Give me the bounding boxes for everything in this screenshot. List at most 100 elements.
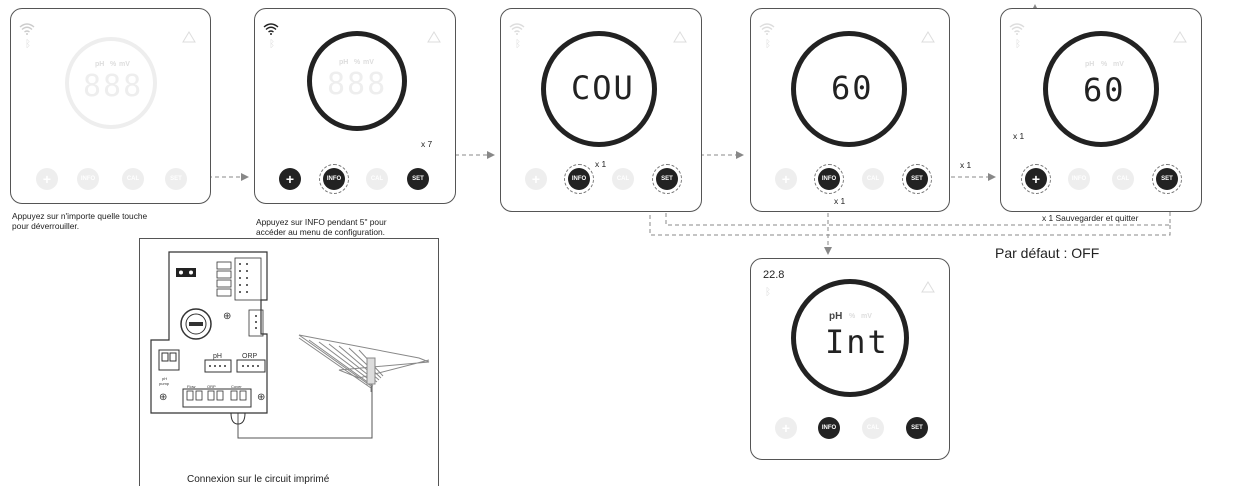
set-button[interactable]: SET — [1156, 168, 1178, 190]
display-value: 60 — [831, 69, 874, 107]
circuit-board-drawing: ⊕ pH ORP pH pump ⊕ ⊕ Flow ORP Cover — [150, 251, 430, 425]
svg-text:⊕: ⊕ — [223, 311, 231, 322]
cal-button[interactable]: CAL — [862, 417, 884, 439]
display-ring — [65, 37, 157, 129]
display-ring — [1043, 31, 1159, 147]
board-orp-small-label: ORP — [207, 384, 216, 389]
label-mv: mV — [363, 59, 374, 66]
step-x1-set: x 1 — [960, 160, 972, 170]
set-button[interactable]: SET — [656, 168, 678, 190]
display-ring — [541, 31, 657, 147]
plus-button[interactable]: + — [775, 417, 797, 439]
default-off-label: Par défaut : OFF — [995, 245, 1100, 261]
wifi-icon — [759, 23, 775, 35]
display-value: COU — [571, 69, 635, 107]
board-ph-label: pH — [213, 353, 222, 360]
label-percent: % — [849, 313, 856, 320]
step-x7: x 7 — [421, 139, 433, 149]
panel-cov: ᛒ COU + INFO CAL SET x 1 — [500, 8, 702, 212]
board-ph-pump-2: pump — [159, 381, 170, 386]
step-x1-info: x 1 — [595, 159, 607, 169]
info-button[interactable]: INFO — [1068, 168, 1090, 190]
warning-icon — [673, 31, 687, 43]
plus-button[interactable]: + — [279, 168, 301, 190]
bluetooth-icon: ᛒ — [765, 39, 771, 50]
caption-board: Connexion sur le circuit imprimé — [187, 474, 330, 485]
warning-icon — [182, 31, 196, 43]
board-ph-pump-1: pH — [162, 376, 167, 381]
bluetooth-icon: ᛒ — [269, 39, 275, 50]
set-button[interactable]: SET — [906, 417, 928, 439]
label-ph: pH — [1085, 61, 1095, 68]
cal-button[interactable]: CAL — [366, 168, 388, 190]
plus-button[interactable]: + — [1025, 168, 1047, 190]
plus-button[interactable]: + — [36, 168, 58, 190]
cal-button[interactable]: CAL — [612, 168, 634, 190]
set-highlight — [652, 164, 682, 194]
wifi-icon — [19, 23, 35, 35]
info-button[interactable]: INFO — [77, 168, 99, 190]
warning-icon — [427, 31, 441, 43]
display-ring — [791, 31, 907, 147]
display-ring — [307, 31, 407, 131]
panel-value-edit: ᛒ 60 + INFO CAL SET — [750, 8, 950, 212]
label-ph: pH — [829, 311, 843, 322]
display-value: 888 — [83, 69, 144, 104]
plus-highlight — [1021, 164, 1051, 194]
label-percent: % — [110, 61, 117, 68]
label-mv: mV — [119, 61, 130, 68]
label-ph: pH — [339, 59, 349, 66]
plus-button[interactable]: + — [775, 168, 797, 190]
bluetooth-icon: ᛒ — [1015, 39, 1021, 50]
warning-icon — [1173, 31, 1187, 43]
info-button[interactable]: INFO — [818, 417, 840, 439]
board-panel — [139, 238, 439, 486]
display-value: Int — [825, 323, 889, 361]
bluetooth-icon: ᛒ — [765, 287, 771, 298]
svg-text:⊕: ⊕ — [257, 392, 265, 403]
info-highlight — [319, 164, 349, 194]
wifi-icon — [509, 23, 525, 35]
set-button[interactable]: SET — [165, 168, 187, 190]
set-button[interactable]: SET — [906, 168, 928, 190]
display-value: 888 — [327, 67, 388, 102]
wifi-icon — [263, 23, 279, 35]
panel-config: ᛒ pH % mV 888 + INFO CAL SET x 7 — [254, 8, 456, 204]
bluetooth-icon: ᛒ — [25, 39, 31, 50]
cal-button[interactable]: CAL — [122, 168, 144, 190]
step-x1-down: x 1 — [834, 196, 846, 206]
panel-locked: ᛒ pH % mV 888 + INFO CAL SET — [10, 8, 211, 204]
wifi-icon — [1009, 23, 1025, 35]
bluetooth-icon: ᛒ — [515, 39, 521, 50]
label-percent: % — [354, 59, 361, 66]
board-orp-label: ORP — [242, 353, 258, 360]
label-percent: % — [1101, 61, 1108, 68]
cable — [237, 380, 373, 439]
warning-icon — [921, 281, 935, 293]
step-save-quit: x 1 Sauvegarder et quitter — [1042, 213, 1139, 223]
info-button[interactable]: INFO — [818, 168, 840, 190]
board-flow-label: Flow — [187, 384, 196, 389]
plus-button[interactable]: + — [525, 168, 547, 190]
panel-value-save: ᛒ pH % mV 60 + INFO CAL SET x 1 — [1000, 8, 1202, 212]
step-x1-plus: x 1 — [1013, 131, 1025, 141]
reading-value: 22.8 — [763, 269, 785, 281]
loop-back — [646, 195, 1171, 236]
info-highlight — [564, 164, 594, 194]
set-highlight — [1152, 164, 1182, 194]
label-mv: mV — [861, 313, 872, 320]
info-highlight — [814, 164, 844, 194]
warning-icon — [921, 31, 935, 43]
info-button[interactable]: INFO — [568, 168, 590, 190]
svg-text:⊕: ⊕ — [159, 392, 167, 403]
label-ph: pH — [95, 61, 105, 68]
board-cover-label: Cover — [231, 384, 242, 389]
cal-button[interactable]: CAL — [1112, 168, 1134, 190]
label-mv: mV — [1113, 61, 1124, 68]
info-button[interactable]: INFO — [323, 168, 345, 190]
set-button[interactable]: SET — [407, 168, 429, 190]
display-value: 60 — [1083, 71, 1126, 109]
cal-button[interactable]: CAL — [862, 168, 884, 190]
set-highlight — [902, 164, 932, 194]
